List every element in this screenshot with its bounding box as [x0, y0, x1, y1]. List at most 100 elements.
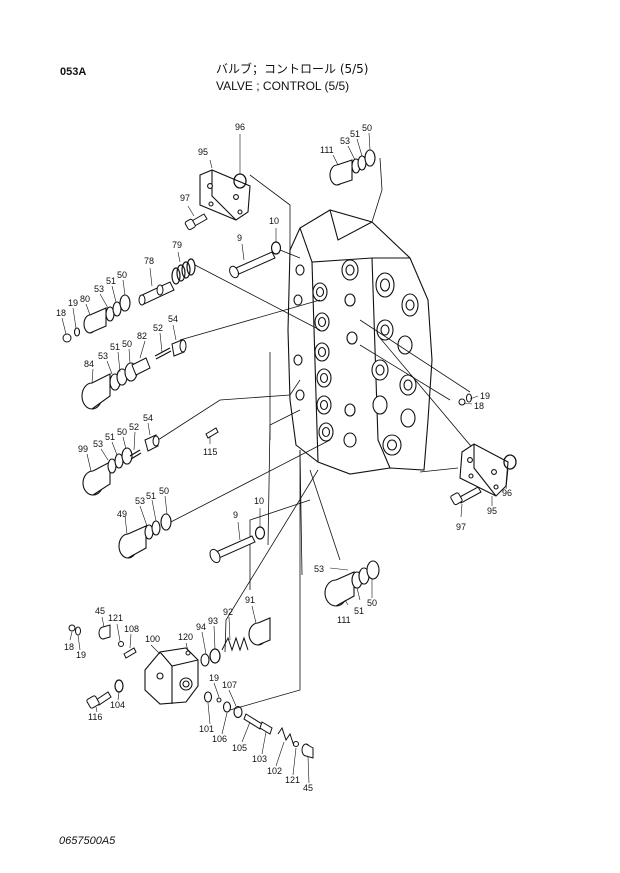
plug-assembly-80	[62, 294, 131, 343]
screw-115	[205, 427, 219, 439]
title-japanese: バルブ；コントロール (5/5)	[216, 62, 369, 76]
pin-52-lower	[129, 449, 142, 460]
callout-108: 108	[124, 624, 139, 634]
callout-103: 103	[252, 754, 267, 764]
callout-96-right: 96	[502, 488, 512, 498]
page-code: 053A	[60, 66, 87, 78]
callout-19-lower: 19	[209, 673, 219, 683]
pin-52-upper	[154, 347, 172, 360]
ring-107	[233, 705, 243, 719]
callout-19-lower-left: 19	[76, 650, 86, 660]
callout-52-lower: 52	[129, 422, 139, 432]
ball-120	[185, 650, 191, 656]
callout-50-row1: 50	[117, 270, 127, 280]
callout-93: 93	[208, 616, 218, 626]
callout-9-upper: 9	[237, 233, 242, 243]
callout-107: 107	[222, 680, 237, 690]
callout-91: 91	[245, 595, 255, 605]
screw-18-19-right	[458, 393, 472, 406]
ring-106	[222, 701, 232, 713]
callout-10-upper: 10	[269, 216, 279, 226]
callout-45-upper: 45	[95, 606, 105, 616]
callout-51-row2: 51	[110, 342, 120, 352]
valve-body	[287, 209, 433, 475]
screw-18-19-lower	[68, 624, 81, 636]
part-103	[259, 721, 273, 735]
callout-50-row3: 50	[117, 427, 127, 437]
callout-105: 105	[232, 743, 247, 753]
callout-111-lower: 111	[337, 615, 351, 625]
callout-53-row1: 53	[94, 284, 104, 294]
bolt-116	[86, 691, 112, 709]
callout-106: 106	[212, 734, 227, 744]
spool-78	[138, 281, 175, 306]
callout-53-row3: 53	[93, 439, 103, 449]
bolt-97-right	[450, 486, 482, 506]
washer-10-upper	[270, 241, 282, 255]
drawing-number: 0657500A5	[59, 835, 116, 847]
callout-9-lower: 9	[233, 510, 238, 520]
ball-121-lower	[293, 741, 299, 747]
callout-115: 115	[203, 447, 217, 457]
callout-18-lower: 18	[64, 642, 74, 652]
callout-53-row4: 53	[135, 496, 145, 506]
bolt-9-upper	[229, 251, 276, 279]
poppet-105	[243, 713, 263, 730]
callout-50-row4: 50	[159, 486, 169, 496]
plug-assembly-111-top	[329, 149, 376, 186]
plug-45-lower	[301, 743, 314, 759]
callout-51-row1: 51	[106, 276, 116, 286]
bolt-97-top	[184, 213, 208, 231]
callout-97-top: 97	[180, 193, 190, 203]
callout-99: 99	[78, 444, 88, 454]
callout-78: 78	[144, 256, 154, 266]
callout-121-lower: 121	[285, 775, 300, 785]
callout-53-top: 53	[340, 136, 350, 146]
spring-92	[221, 636, 249, 652]
callout-18-right: 18	[474, 401, 484, 411]
callout-95-top: 95	[198, 147, 208, 157]
callout-19-right: 19	[480, 391, 490, 401]
plug-assembly-84	[81, 362, 138, 410]
callout-50-lower: 50	[367, 598, 377, 608]
callout-53-row2: 53	[98, 351, 108, 361]
callout-51-lower: 51	[354, 606, 364, 616]
callout-51-row4: 51	[146, 491, 156, 501]
callout-94: 94	[196, 622, 206, 632]
callout-116: 116	[88, 712, 102, 722]
callout-111-top: 111	[320, 145, 334, 155]
alignment-lines	[157, 157, 501, 711]
o-ring-96-right	[503, 454, 517, 470]
callout-10-lower: 10	[254, 496, 264, 506]
callout-120: 120	[178, 632, 193, 642]
callout-97-right: 97	[456, 522, 466, 532]
callout-leaders	[61, 132, 509, 784]
o-ring-93	[209, 648, 221, 664]
callout-51-row3: 51	[105, 432, 115, 442]
ball-121-upper	[118, 641, 124, 647]
callout-96-top: 96	[235, 122, 245, 132]
cap-91	[248, 617, 271, 646]
callout-121-upper: 121	[108, 613, 123, 623]
callout-labels: 96 95 97 10 9 79 78 111 53 51 50 18 19 8…	[56, 122, 512, 793]
plug-assembly-99	[82, 447, 133, 496]
callout-82: 82	[137, 331, 147, 341]
callout-104: 104	[110, 700, 125, 710]
cover-plate-top	[199, 169, 251, 221]
callout-92: 92	[223, 607, 233, 617]
plug-assembly-49	[118, 513, 172, 559]
ball-19-lower	[216, 697, 222, 703]
plug-45-upper	[98, 624, 111, 640]
ring-101	[203, 691, 213, 703]
washer-10-lower	[254, 526, 266, 540]
callout-19-left: 19	[68, 298, 78, 308]
spring-102	[277, 726, 295, 747]
callout-50-top: 50	[362, 123, 372, 133]
callout-80: 80	[80, 294, 90, 304]
callout-100: 100	[145, 634, 160, 644]
callout-18-left: 18	[56, 308, 66, 318]
callout-79: 79	[172, 240, 182, 250]
callout-50-row2: 50	[122, 339, 132, 349]
cap-54-lower	[144, 434, 160, 452]
callout-52-upper: 52	[153, 323, 163, 333]
